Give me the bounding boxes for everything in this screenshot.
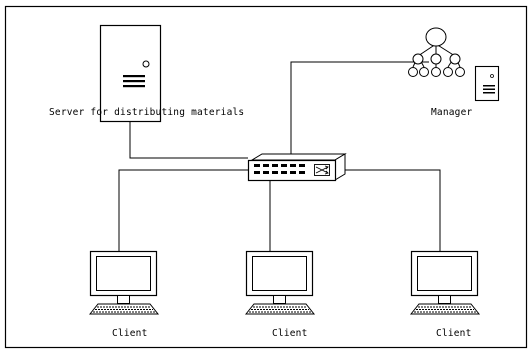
server-label: Server for distributing materials (49, 107, 245, 118)
desktop-computer-icon (88, 250, 160, 315)
server-tower-icon (99, 24, 162, 123)
desktop-computer-icon (409, 250, 481, 315)
client-1-label: Client (112, 328, 148, 339)
diagram-frame (4, 5, 528, 349)
desktop-computer-icon (244, 250, 316, 315)
manager-label: Manager (431, 107, 473, 118)
server-link (129, 121, 248, 159)
connection-lines (118, 61, 441, 251)
client-3-link (340, 169, 441, 251)
client-1-link (118, 169, 248, 251)
client-3-label: Client (436, 328, 472, 339)
organization-tree-icon (408, 27, 465, 77)
small-server-icon (474, 65, 500, 102)
client-2-label: Client (272, 328, 308, 339)
network-switch-icon (247, 153, 347, 182)
manager-link (290, 61, 429, 158)
